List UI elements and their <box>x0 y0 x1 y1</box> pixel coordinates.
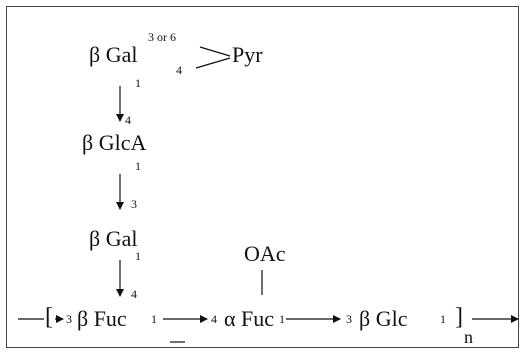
position-label: 3 or 6 <box>148 30 176 44</box>
position-label: 3 <box>346 312 352 326</box>
position-label: 3 <box>131 197 137 211</box>
substituent-pyr: Pyr <box>232 42 263 67</box>
residue-beta-glca: β GlcA <box>82 130 147 155</box>
position-label: 1 <box>440 312 446 326</box>
pyr-link-lower <box>195 57 231 69</box>
residue-beta-gal-middle: β Gal <box>89 226 138 251</box>
figure-border <box>6 6 519 348</box>
pyr-link-upper <box>199 46 231 57</box>
position-label: 4 <box>211 312 217 326</box>
residue-beta-fuc: β Fuc <box>77 306 127 331</box>
repeat-bracket-close: ] <box>455 304 463 330</box>
residue-alpha-fuc: α Fuc <box>224 306 275 331</box>
position-label: 3 <box>66 312 72 326</box>
position-label: 4 <box>176 63 182 77</box>
position-label: 1 <box>135 76 141 90</box>
position-label: 1 <box>135 249 141 263</box>
position-label: 4 <box>125 113 131 127</box>
position-label: 1 <box>135 159 141 173</box>
residue-beta-glc: β Glc <box>359 306 408 331</box>
residue-beta-gal-top: β Gal <box>89 42 138 67</box>
position-label: 1 <box>279 312 285 326</box>
repeat-subscript-n: n <box>464 327 473 347</box>
position-label: 1 <box>151 312 157 326</box>
position-label: 4 <box>131 287 137 301</box>
repeat-bracket-open: [ <box>45 304 53 330</box>
substituent-oac: OAc <box>244 241 286 266</box>
